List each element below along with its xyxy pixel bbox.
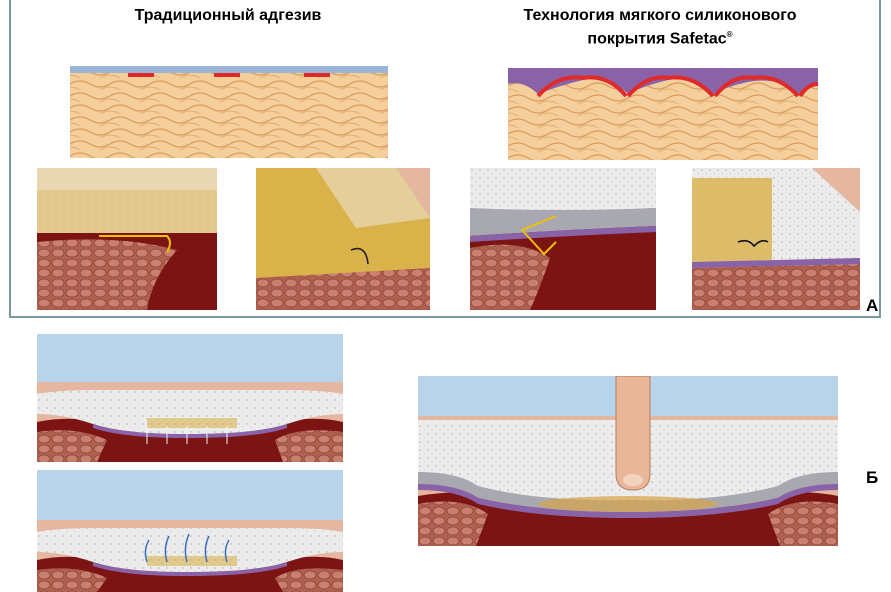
- exudate-figure-2: [37, 470, 343, 592]
- exudate-figure-1: [37, 334, 343, 462]
- registered-mark: ®: [727, 30, 733, 39]
- skin-section-traditional: [70, 66, 388, 158]
- safetac-removal-figure-2: [692, 168, 860, 310]
- finger-pressure-figure: [418, 376, 838, 546]
- safetac-removal-figure-1: [470, 168, 656, 310]
- title-safetac-line1: Технология мягкого силиконового: [470, 6, 850, 25]
- traditional-removal-figure-2: [256, 168, 430, 310]
- panel-label-b: Б: [866, 468, 878, 488]
- title-safetac: Технология мягкого силиконового покрытия…: [470, 6, 850, 48]
- skin-section-safetac: [508, 68, 818, 160]
- title-safetac-line2: покрытия Safetac®: [470, 25, 850, 48]
- title-traditional-adhesive: Традиционный адгезив: [78, 6, 378, 25]
- panel-label-a: А: [866, 296, 878, 316]
- traditional-removal-figure-1: [37, 168, 217, 310]
